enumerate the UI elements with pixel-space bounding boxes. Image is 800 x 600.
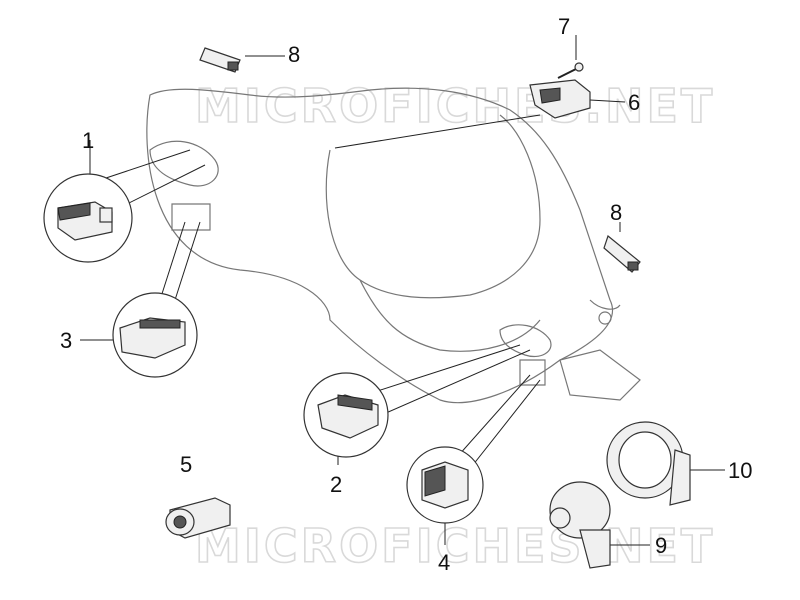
callout-9: 9 <box>655 533 667 558</box>
callout-4: 4 <box>438 550 450 575</box>
callout-1: 1 <box>82 128 94 153</box>
part-9-horn <box>549 481 611 569</box>
part-10-ring <box>606 421 691 506</box>
callout-8-top: 8 <box>288 42 300 67</box>
callout-3: 3 <box>60 328 72 353</box>
part-2-switch <box>303 372 389 458</box>
part-6-bracket <box>529 79 591 119</box>
part-4-switch <box>406 446 484 524</box>
part-3-switch <box>112 292 198 378</box>
watermark-top: MICROFICHES.NET <box>195 79 715 133</box>
handlebar-cover-body <box>146 87 641 404</box>
part-7-screw <box>557 62 584 79</box>
watermark-bottom: MICROFICHES.NET <box>195 519 715 573</box>
part-5-ignition-lock <box>165 497 231 539</box>
callout-6: 6 <box>628 90 640 115</box>
callout-7: 7 <box>558 14 570 39</box>
callout-2: 2 <box>330 472 342 497</box>
part-1-switch <box>43 173 133 263</box>
callout-8-right: 8 <box>610 200 622 225</box>
callout-5: 5 <box>180 452 192 477</box>
part-8-bulb-top <box>199 47 241 73</box>
callout-10: 10 <box>728 458 752 483</box>
part-8-bulb-right <box>603 234 641 273</box>
